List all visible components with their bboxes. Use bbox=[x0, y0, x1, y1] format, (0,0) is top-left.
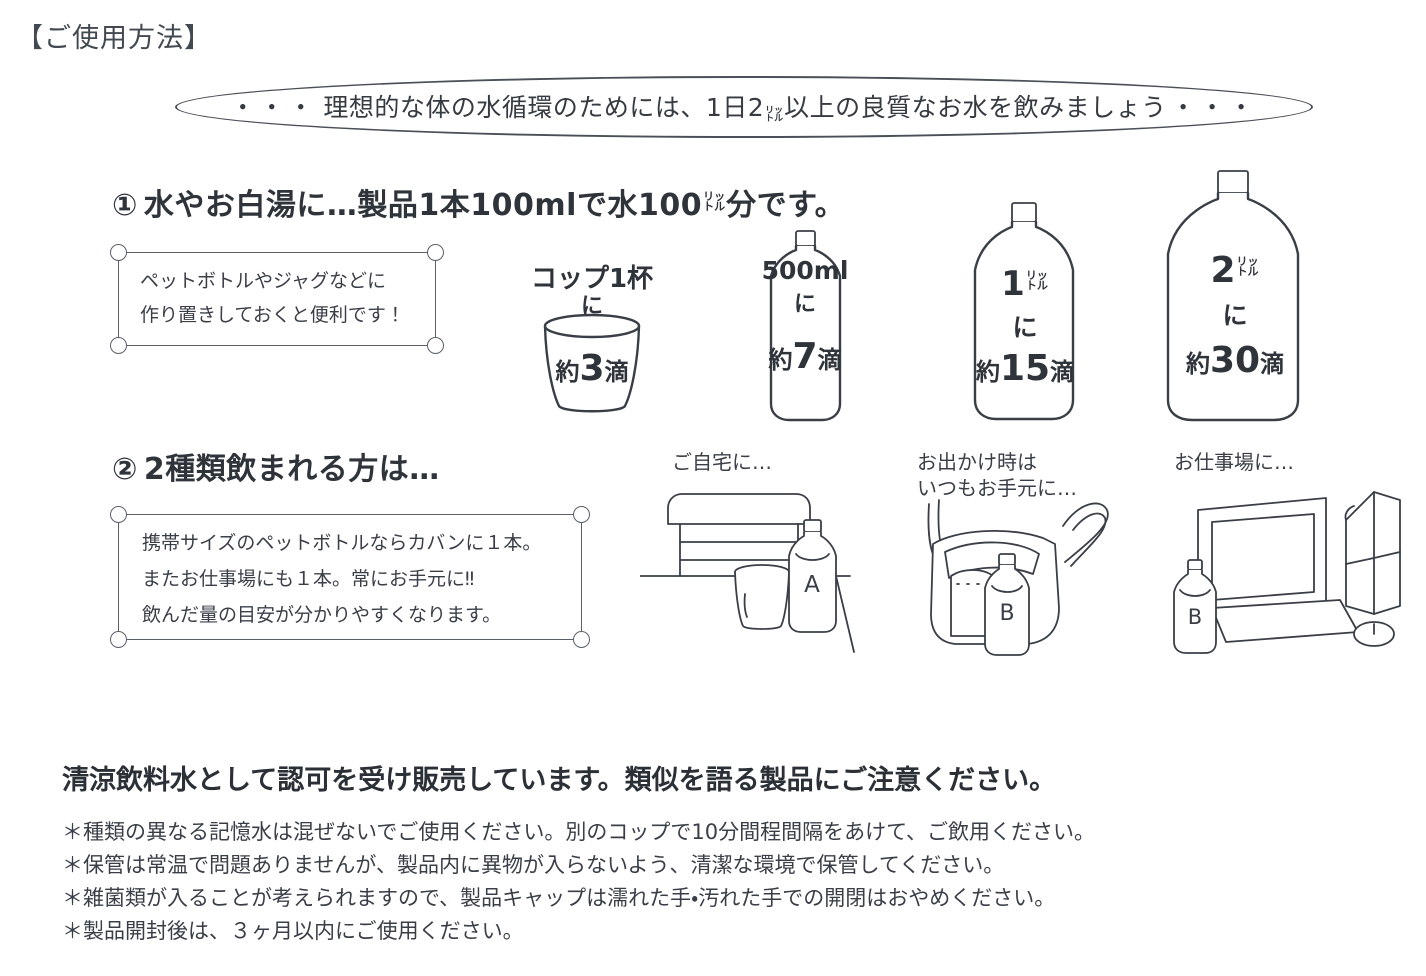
liter-unit-icon: リットル bbox=[765, 105, 784, 124]
section2-number: ② bbox=[112, 452, 138, 487]
note-line: 携帯サイズのペットボトルならカバンに１本。 bbox=[142, 532, 542, 554]
notice-line: ＊製品開封後は、３ヶ月以内にご使用ください。 bbox=[62, 919, 524, 943]
note-frame bbox=[118, 514, 582, 640]
dose-amount-suffix: 滴 bbox=[604, 358, 629, 386]
dose-amount-number: 3 bbox=[579, 348, 605, 389]
dose-amount-suffix: 滴 bbox=[1050, 358, 1075, 386]
corner-curl-icon bbox=[427, 244, 444, 261]
banner-text-main: 理想的な体の水循環のためには、1日2 bbox=[323, 92, 765, 122]
notice-line: ＊雑菌類が入ることが考えられますので、製品キャップは濡れた手・汚れた手での開閉は… bbox=[62, 886, 1056, 910]
liter-unit-icon: リットル bbox=[1236, 255, 1259, 278]
note-line: 作り置きしておくと便利です！ bbox=[140, 304, 405, 326]
section1-number: ① bbox=[112, 188, 138, 223]
dose-amount-number: 30 bbox=[1209, 340, 1261, 381]
section1-heading-part2: 分です。 bbox=[726, 188, 846, 223]
dose-amount-prefix: 約 bbox=[555, 358, 580, 386]
bottle-label-b: B bbox=[1188, 605, 1202, 629]
cup-icon bbox=[543, 313, 641, 413]
banner-dots-right: ・・・ bbox=[1170, 92, 1258, 122]
dose-particle-label: に bbox=[580, 294, 604, 319]
note-line: 飲んだ量の目安が分かりやすくなります。 bbox=[142, 604, 502, 626]
note-text: ペットボトルやジャグなどに 作り置きしておくと便利です！ bbox=[118, 252, 436, 332]
note-text: 携帯サイズのペットボトルならカバンに１本。 またお仕事場にも１本。常にお手元に‼… bbox=[118, 514, 582, 633]
corner-curl-icon bbox=[110, 631, 127, 648]
corner-curl-icon bbox=[573, 506, 590, 523]
dose-amount-prefix: 約 bbox=[768, 346, 793, 374]
note-line: またお仕事場にも１本。常にお手元に‼ bbox=[142, 568, 475, 590]
dose-amount: 約7滴 bbox=[768, 336, 841, 377]
dose-container-label: 500ml bbox=[761, 256, 849, 285]
dose-amount-suffix: 滴 bbox=[1260, 350, 1285, 378]
scene-caption: お仕事場に… bbox=[1174, 450, 1294, 474]
corner-curl-icon bbox=[573, 631, 590, 648]
dose-item-500ml: 500ml に 約7滴 bbox=[735, 228, 875, 423]
dose-item-cup: コップ1杯 に 約3滴 bbox=[512, 258, 672, 418]
scene-home: ご自宅に… A bbox=[640, 448, 890, 668]
section2-note-box: 携帯サイズのペットボトルならカバンに１本。 またお仕事場にも１本。常にお手元に‼… bbox=[110, 506, 590, 648]
section2-heading-text: 2種類飲まれる方は… bbox=[143, 452, 440, 487]
bottle-1l-icon bbox=[973, 202, 1075, 421]
scene-bag: お出かけ時は いつもお手元に… B bbox=[915, 448, 1165, 668]
corner-curl-icon bbox=[110, 506, 127, 523]
dose-amount-prefix: 約 bbox=[975, 358, 1000, 386]
dose-particle-label: に bbox=[1012, 313, 1038, 342]
bottle-label-b: B bbox=[999, 601, 1014, 626]
corner-curl-icon bbox=[110, 337, 127, 354]
section1-note-box: ペットボトルやジャグなどに 作り置きしておくと便利です！ bbox=[110, 244, 444, 354]
notice-heading: 清涼飲料水として認可を受け販売しています。類似を語る製品にご注意ください。 bbox=[62, 765, 1057, 796]
scene-workplace: お仕事場に… B bbox=[1168, 448, 1418, 668]
dose-amount: 約3滴 bbox=[555, 348, 628, 389]
page-title: 【ご使用方法】 bbox=[16, 23, 212, 54]
liter-unit-icon: リットル bbox=[703, 190, 726, 213]
bottle-500ml-icon bbox=[769, 230, 842, 422]
bottle-2l-icon bbox=[1166, 170, 1300, 422]
liter-unit-icon: リットル bbox=[1025, 269, 1048, 292]
scene-caption: いつもお手元に… bbox=[917, 476, 1077, 500]
corner-curl-icon bbox=[427, 337, 444, 354]
dose-amount: 約30滴 bbox=[1186, 340, 1284, 381]
bottle-label-a: A bbox=[804, 572, 820, 598]
dose-amount-number: 15 bbox=[999, 348, 1051, 389]
banner-text-tail: 以上の良質なお水を飲みましょう bbox=[784, 92, 1167, 122]
section1-heading-part1: 水やお白湯に…製品1本100mlで水100 bbox=[143, 188, 703, 223]
dose-amount-prefix: 約 bbox=[1185, 350, 1210, 378]
home-scene-icon: A bbox=[640, 493, 855, 653]
notice-line: ＊種類の異なる記憶水は混ぜないでご使用ください。別のコップで10分間程間隔をあけ… bbox=[62, 820, 1096, 844]
scene-caption: お出かけ時は bbox=[917, 450, 1037, 474]
banner-dots-left: ・・・ bbox=[230, 92, 318, 122]
dose-amount-number: 7 bbox=[792, 336, 818, 377]
note-frame bbox=[118, 252, 436, 346]
note-line: ペットボトルやジャグなどに bbox=[140, 270, 387, 292]
notice-line: ＊保管は常温で問題ありませんが、製品内に異物が入らないよう、清潔な環境で保管して… bbox=[62, 853, 1005, 877]
scene-caption: ご自宅に… bbox=[672, 450, 772, 474]
banner-text: ・・・ 理想的な体の水循環のためには、1日2 リットル 以上の良質なお水を飲みま… bbox=[230, 88, 1257, 127]
dose-amount: 約15滴 bbox=[976, 348, 1074, 389]
dose-amount-suffix: 滴 bbox=[817, 346, 842, 374]
banner-ellipse: ・・・ 理想的な体の水循環のためには、1日2 リットル 以上の良質なお水を飲みま… bbox=[175, 76, 1313, 138]
workplace-scene-icon: B bbox=[1173, 491, 1401, 654]
corner-curl-icon bbox=[110, 244, 127, 261]
dose-container-label: コップ1杯 bbox=[530, 264, 654, 294]
dose-particle-label: に bbox=[793, 292, 817, 317]
bag-scene-icon: B bbox=[927, 499, 1109, 656]
dose-particle-label: に bbox=[1222, 301, 1248, 330]
